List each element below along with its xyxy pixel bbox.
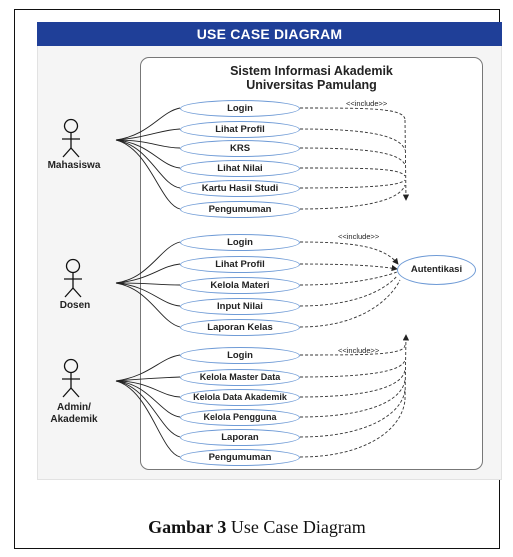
usecase-mahasiswa-kartu-hasil-studi: Kartu Hasil Studi (180, 180, 300, 197)
actor-admin-label: Admin/ Akademik (34, 402, 114, 426)
usecase-mahasiswa-pengumuman: Pengumuman (180, 201, 300, 218)
actor-dosen-label: Dosen (59, 300, 91, 311)
include-label-mahasiswa: <<include>> (346, 99, 388, 108)
usecase-dosen-laporan-kelas: Laporan Kelas (180, 319, 300, 336)
usecase-admin-kelola-data-akademik: Kelola Data Akademik (180, 389, 300, 406)
dosen-associations (115, 241, 181, 328)
system-title-line-1: Sistem Informasi Akademik (230, 64, 393, 78)
system-title: Sistem Informasi Akademik Universitas Pa… (140, 64, 483, 92)
admin-associations (115, 354, 181, 458)
usecase-mahasiswa-lihat-profil: Lihat Profil (180, 121, 300, 138)
system-title-line-2: Universitas Pamulang (246, 78, 377, 92)
actor-admin-label-line-2: Akademik (50, 414, 98, 425)
usecase-admin-laporan: Laporan (180, 429, 300, 446)
figure-caption: Gambar 3 Use Case Diagram (14, 516, 500, 538)
usecase-mahasiswa-login: Login (180, 100, 300, 117)
usecase-mahasiswa-krs: KRS (180, 140, 300, 157)
mahasiswa-associations (115, 107, 181, 210)
figure-caption-text: Use Case Diagram (226, 517, 366, 537)
usecase-dosen-input-nilai: Input Nilai (180, 298, 300, 315)
figure-caption-label: Gambar 3 (148, 517, 227, 537)
include-label-admin: <<include>> (338, 346, 380, 355)
usecase-admin-pengumuman: Pengumuman (180, 449, 300, 466)
dosen-include-lines (299, 241, 401, 328)
admin-include-lines (299, 334, 410, 458)
usecase-dosen-kelola-materi: Kelola Materi (180, 277, 300, 294)
usecase-admin-kelola-master-data: Kelola Master Data (180, 369, 300, 386)
usecase-autentikasi: Autentikasi (397, 255, 476, 285)
usecase-admin-login: Login (180, 347, 300, 364)
include-label-dosen: <<include>> (338, 232, 380, 241)
usecase-dosen-lihat-profil: Lihat Profil (180, 256, 300, 273)
actor-dosen-figure (64, 258, 82, 298)
usecase-admin-kelola-pengguna: Kelola Pengguna (180, 409, 300, 426)
actor-admin-label-line-1: Admin/ (57, 402, 91, 413)
actor-mahasiswa-figure (62, 118, 80, 158)
usecase-mahasiswa-lihat-nilai: Lihat Nilai (180, 160, 300, 177)
mahasiswa-include-lines (299, 107, 410, 210)
diagram-title: USE CASE DIAGRAM (37, 22, 502, 46)
usecase-dosen-login: Login (180, 234, 300, 251)
actor-admin-figure (62, 358, 80, 398)
actor-mahasiswa-label: Mahasiswa (47, 160, 101, 171)
